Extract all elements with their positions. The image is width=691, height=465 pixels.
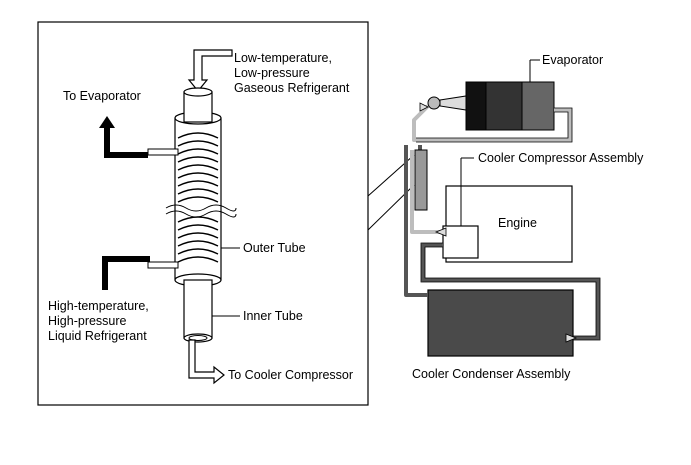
to-evaporator-label: To Evaporator bbox=[63, 89, 141, 103]
inner-tube-bottom bbox=[183, 279, 213, 343]
condenser-unit bbox=[427, 289, 574, 357]
engine-label: Engine bbox=[498, 216, 537, 230]
to-evaporator-arrow-icon bbox=[99, 116, 179, 158]
high-temp-inlet-pipe bbox=[102, 256, 179, 290]
low-temp-label-3: Gaseous Refrigerant bbox=[234, 81, 350, 95]
low-temp-label-1: Low-temperature, bbox=[234, 51, 332, 65]
high-temp-label-2: High-pressure bbox=[48, 314, 127, 328]
high-temp-label-1: High-temperature, bbox=[48, 299, 149, 313]
high-temp-label-3: Liquid Refrigerant bbox=[48, 329, 147, 343]
outlet-arrow-icon bbox=[188, 339, 225, 385]
flow-arrow-icons bbox=[419, 102, 578, 343]
break-marks bbox=[165, 204, 237, 218]
evaporator-label: Evaporator bbox=[542, 53, 603, 67]
heat-exchanger-marker bbox=[414, 149, 428, 211]
cooler-condenser-assembly-label: Cooler Condenser Assembly bbox=[412, 367, 571, 381]
cold-pipes bbox=[410, 104, 572, 234]
inner-tube-top bbox=[183, 87, 213, 123]
evaporator-unit bbox=[465, 81, 555, 131]
pipe-outlines bbox=[416, 107, 601, 341]
compressor-block bbox=[442, 225, 479, 259]
low-temp-label-2: Low-pressure bbox=[234, 66, 310, 80]
inner-tube-label: Inner Tube bbox=[243, 309, 303, 323]
inlet-arrow-icon bbox=[187, 49, 233, 92]
cooler-compressor-assembly-label: Cooler Compressor Assembly bbox=[478, 151, 644, 165]
expansion-valve-icon bbox=[427, 95, 467, 111]
outer-tube-label: Outer Tube bbox=[243, 241, 306, 255]
to-cooler-compressor-label: To Cooler Compressor bbox=[228, 368, 353, 382]
